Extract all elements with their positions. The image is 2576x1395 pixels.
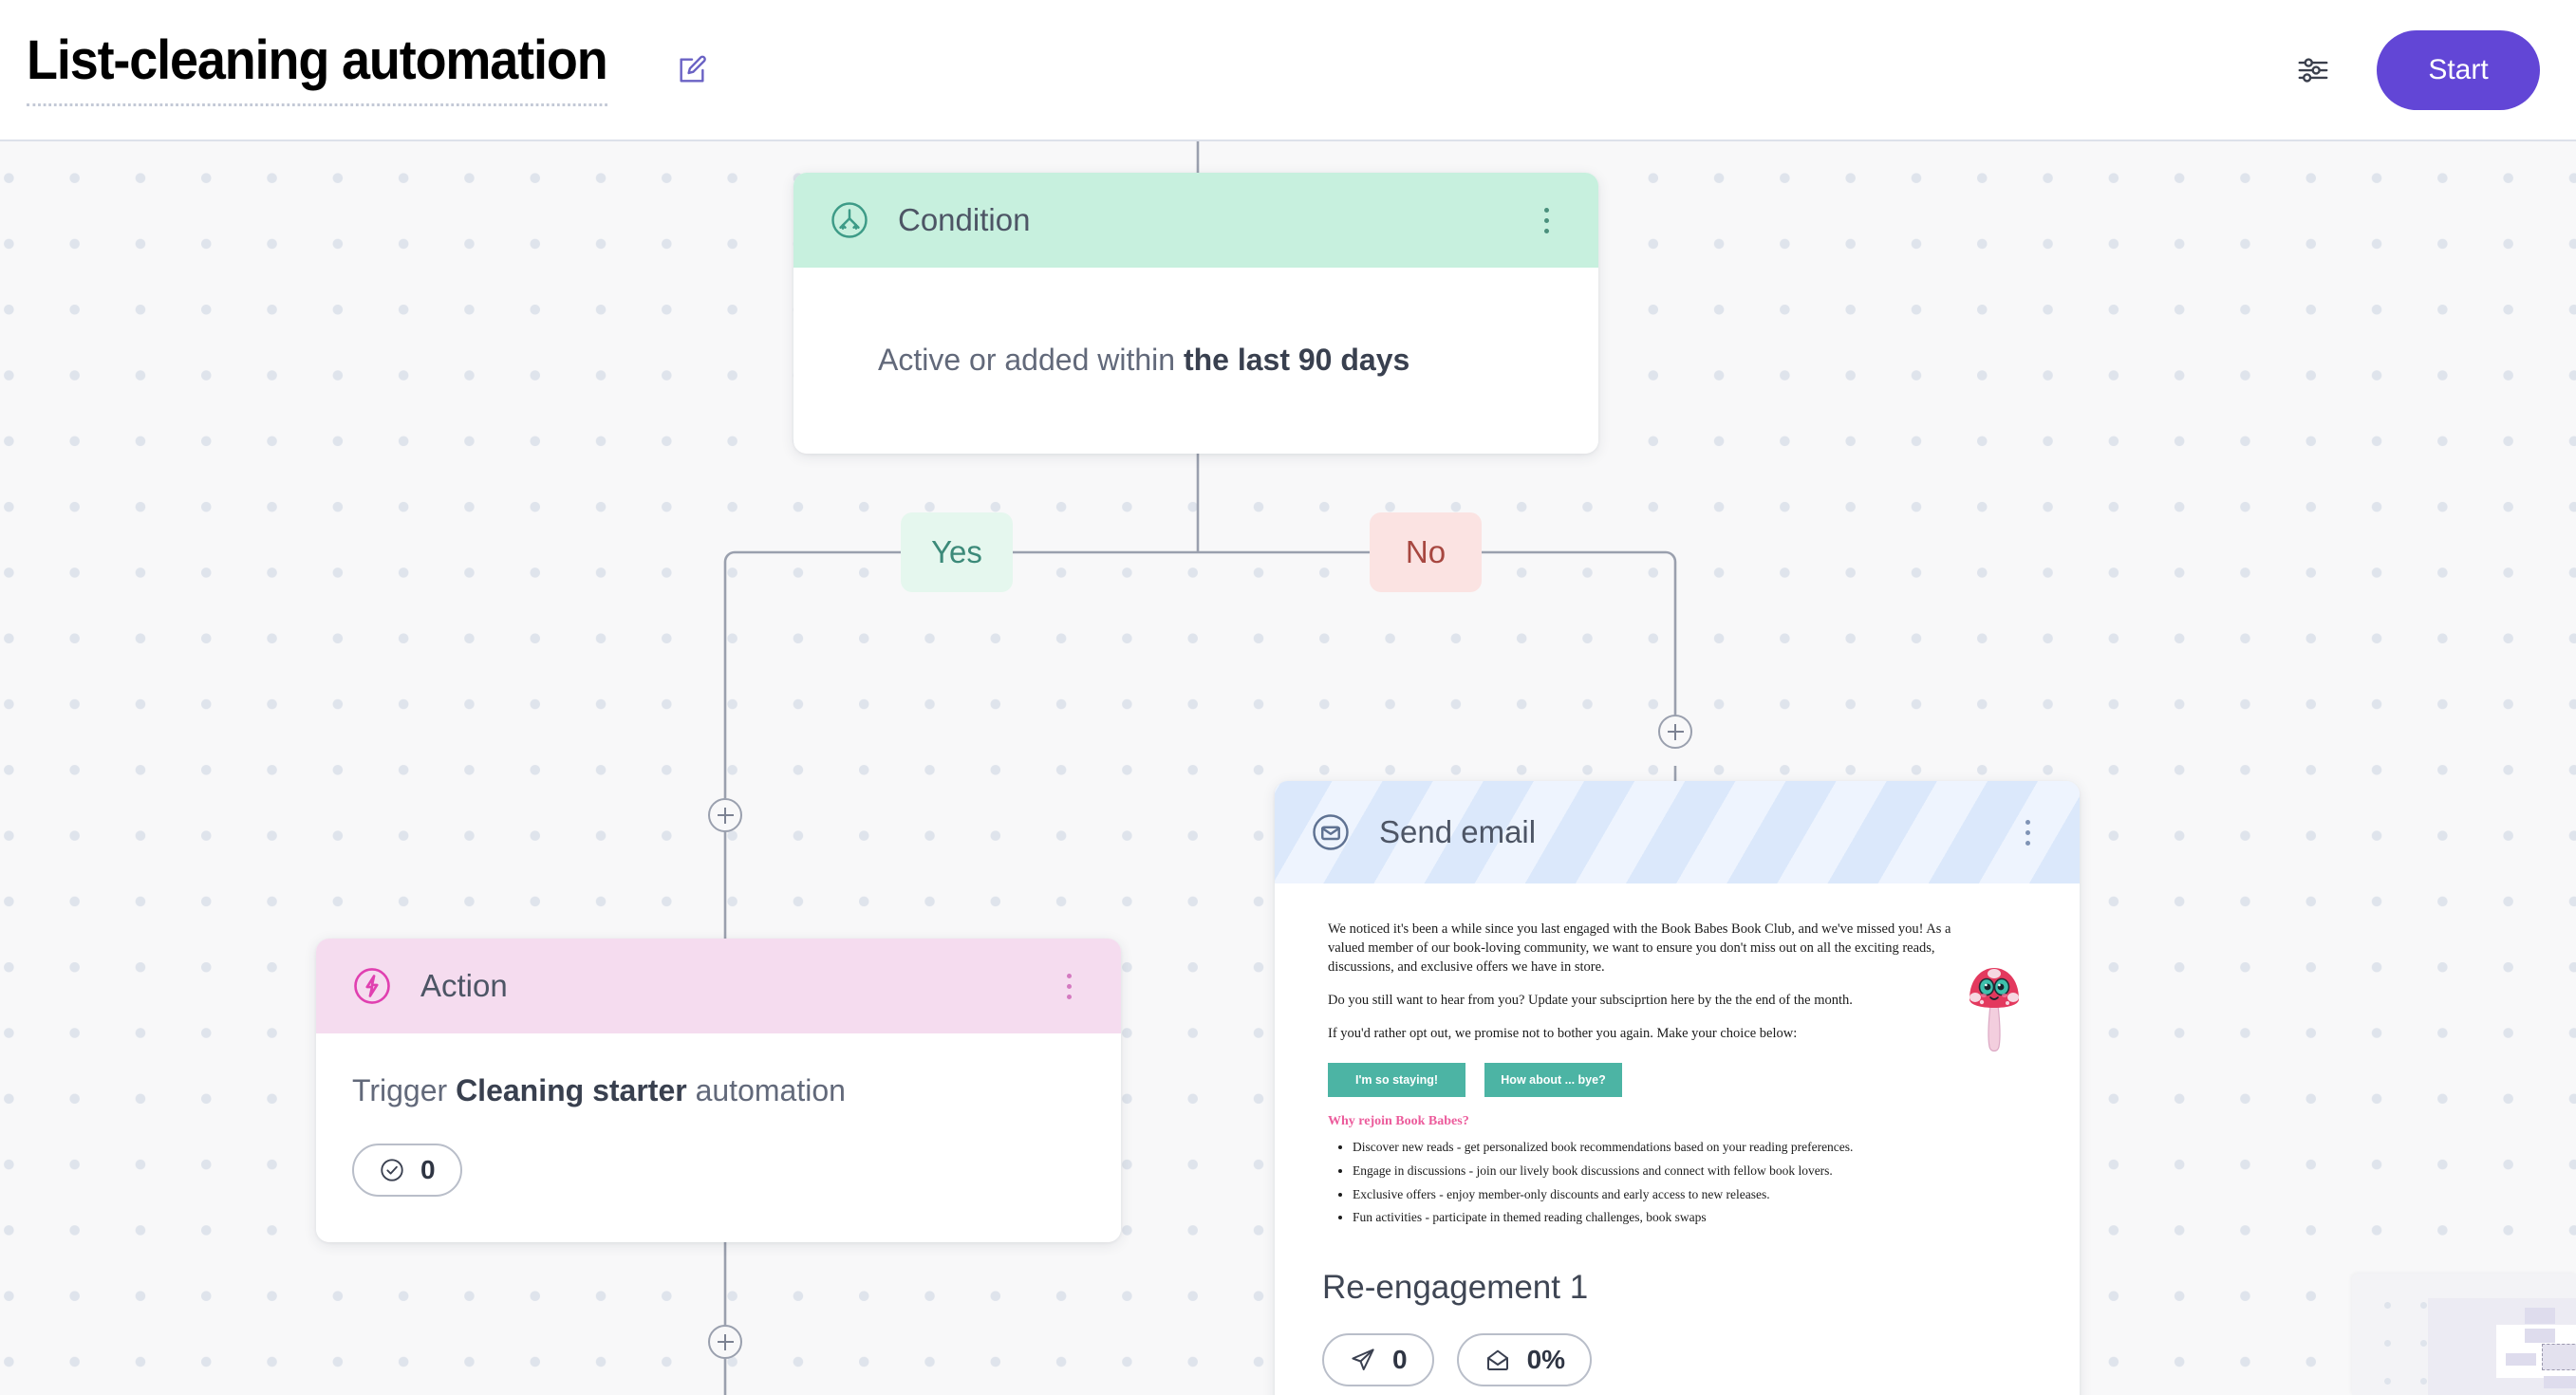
email-cta-leave[interactable]: How about ... bye? [1484,1063,1622,1097]
email-preview[interactable]: We noticed it's been a while since you l… [1322,901,2032,1240]
condition-sentence-prefix: Active or added within [878,343,1184,378]
email-benefits-list: Discover new reads - get personalized bo… [1353,1139,2026,1226]
branch-badge-no: No [1370,512,1482,592]
list-item: Engage in discussions - join our lively … [1353,1162,2026,1180]
action-sentence-strong: Cleaning starter [456,1073,687,1107]
plus-circle-icon-after-action[interactable] [708,1325,742,1359]
email-paragraph-2: Do you still want to hear from you? Upda… [1328,993,1853,1008]
condition-sentence: Active or added within the last 90 days [878,341,1409,381]
action-stats: 0 [352,1143,1085,1197]
envelope-open-icon [1484,1346,1512,1374]
condition-sentence-strong: the last 90 days [1183,343,1410,378]
paper-plane-icon [1349,1346,1377,1374]
check-circle-icon [379,1157,405,1183]
action-header: Action [316,939,1121,1033]
action-sentence-suffix: automation [686,1073,846,1107]
sliders-settings-icon[interactable] [2295,52,2331,88]
email-cta-stay[interactable]: I'm so staying! [1328,1063,1465,1097]
mushroom-character-illustration [1964,920,2026,1057]
envelope-circle-icon [1311,812,1351,852]
action-title: Action [420,968,508,1003]
minimap-dot [2420,1302,2427,1309]
condition-title: Condition [898,202,1031,237]
email-header: Send email [1275,781,2080,884]
branch-badge-yes: Yes [901,512,1013,592]
start-button[interactable]: Start [2377,29,2540,110]
minimap-node [2525,1329,2555,1343]
branch-split-icon [830,200,869,240]
title-group: List-cleaning automation [27,33,708,106]
email-body: We noticed it's been a while since you l… [1275,901,2080,1395]
edit-pencil-icon[interactable] [676,54,708,86]
node-action[interactable]: Action Trigger Cleaning starter automati… [316,939,1121,1242]
stat-pill-opened[interactable]: 0% [1456,1333,1593,1386]
list-item: Fun activities - participate in themed r… [1353,1209,2026,1226]
email-title: Send email [1379,814,1537,849]
stat-pill-completed[interactable]: 0 [352,1143,462,1197]
stat-value-opened: 0% [1526,1345,1566,1374]
minimap-viewport[interactable] [2542,1344,2576,1370]
email-section-heading: Why rejoin Book Babes? [1328,1114,1469,1128]
app-header: List-cleaning automation Start [0,0,2576,141]
automation-canvas[interactable]: Yes No Condition Active or added within … [0,141,2576,1395]
stat-value-completed: 0 [420,1154,436,1184]
canvas-minimap[interactable] [2352,1274,2576,1395]
plus-circle-icon-yes-branch[interactable] [708,798,742,832]
more-vertical-icon-condition[interactable] [1530,201,1562,239]
node-send-email[interactable]: Send email We noticed it's been a while … [1275,781,2080,1395]
list-item: Exclusive offers - enjoy member-only dis… [1353,1186,2026,1203]
minimap-node [2544,1376,2576,1388]
email-campaign-name: Re-engagement 1 [1322,1269,1589,1306]
action-sentence-prefix: Trigger [352,1073,457,1107]
stat-value-sent: 0 [1392,1345,1408,1374]
minimap-dot [2420,1340,2427,1347]
condition-header: Condition [793,173,1598,268]
minimap-node [2525,1308,2555,1324]
minimap-dot [2384,1302,2391,1309]
condition-body: Active or added within the last 90 days [793,268,1598,454]
email-meta: Re-engagement 1 0 [1275,1240,2080,1395]
header-actions: Start [2295,29,2540,110]
more-vertical-icon-email[interactable] [2011,813,2044,851]
email-paragraph-1: We noticed it's been a while since you l… [1328,921,1951,975]
minimap-dot [2384,1378,2391,1385]
node-condition[interactable]: Condition Active or added within the las… [793,173,1598,454]
lightning-bolt-icon [352,966,392,1006]
stat-pill-sent[interactable]: 0 [1322,1333,1434,1386]
email-cta-row: I'm so staying! How about ... bye? [1328,1063,2026,1097]
plus-circle-icon-no-branch[interactable] [1658,715,1692,749]
list-item: Discover new reads - get personalized bo… [1353,1139,2026,1156]
more-vertical-icon-action[interactable] [1053,967,1085,1005]
minimap-dot [2384,1340,2391,1347]
action-body: Trigger Cleaning starter automation 0 [316,1033,1121,1242]
minimap-dot [2420,1378,2427,1385]
page-title: List-cleaning automation [27,33,608,106]
email-stats: 0 0% [1322,1333,2032,1386]
action-sentence: Trigger Cleaning starter automation [352,1071,1085,1111]
minimap-node [2506,1353,2536,1366]
email-paragraph-3: If you'd rather opt out, we promise not … [1328,1026,1798,1041]
